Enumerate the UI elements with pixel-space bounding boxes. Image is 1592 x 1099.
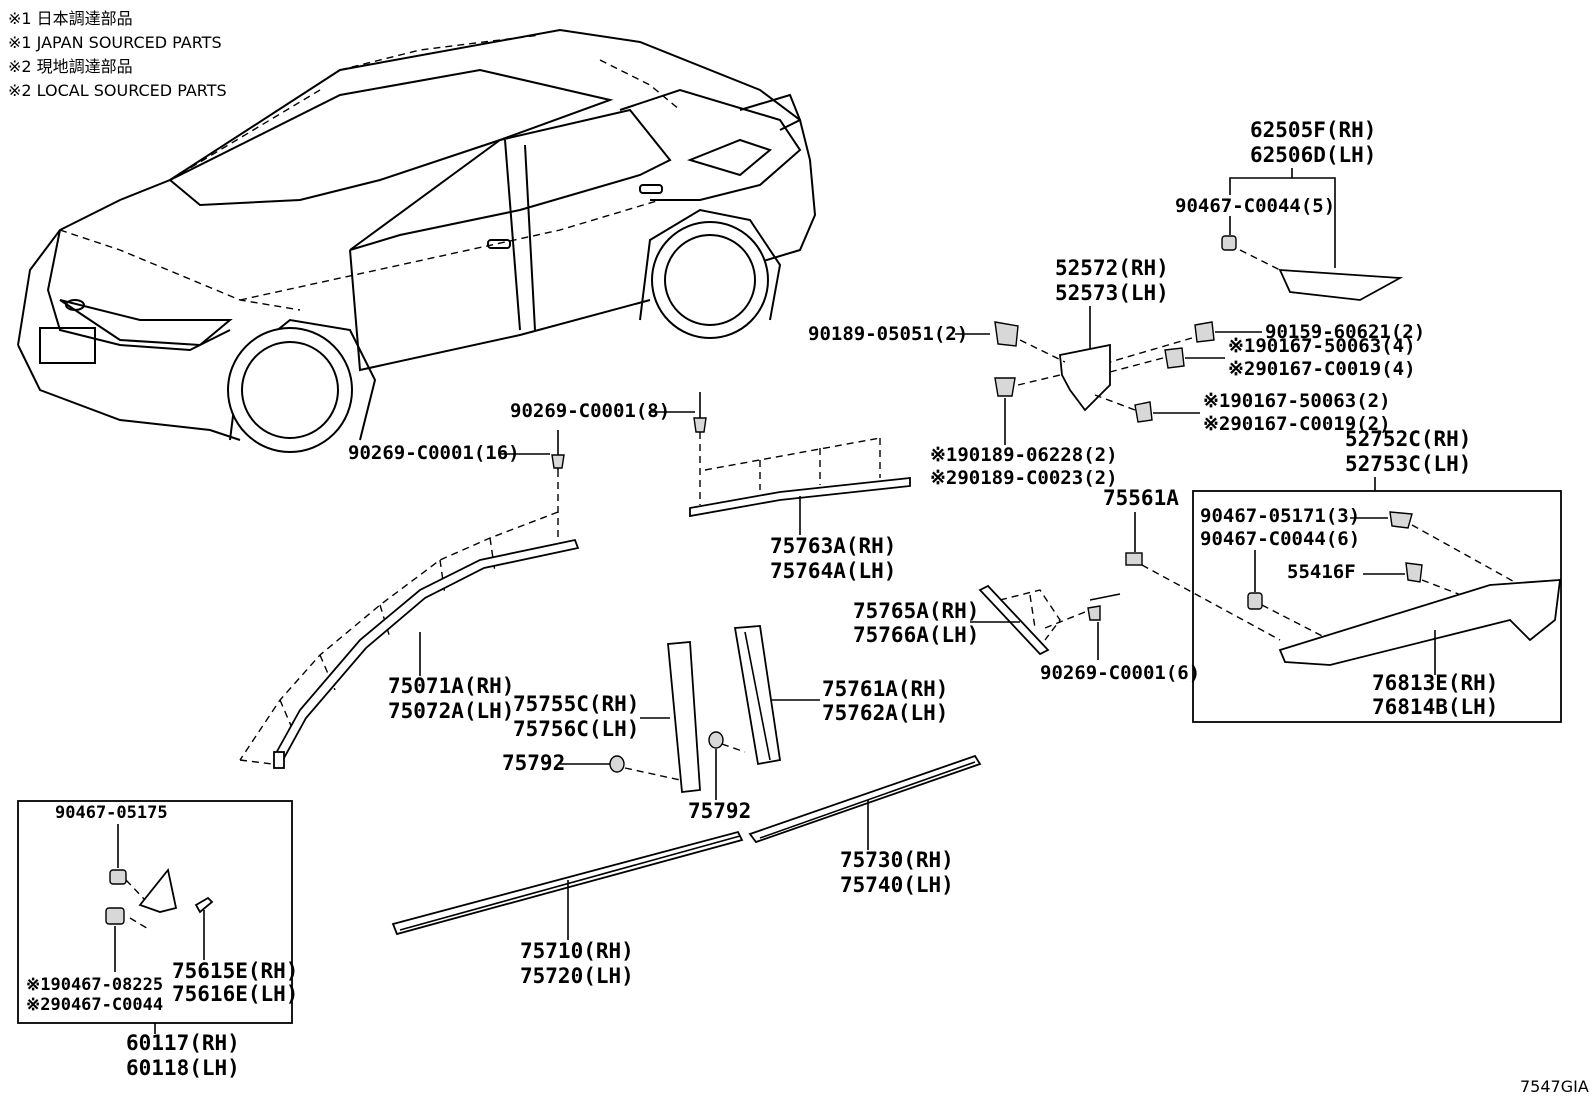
label-75766A: 75766A(LH) [853,623,979,647]
note-local-jp: ※2 現地調達部品 [8,57,133,76]
label-75792-a: 75792 [502,751,565,775]
part-mirror-garnish-group: 90467-05175 ※190467-08225 ※290467-C0044 … [17,800,298,1080]
quarter-moulding-shape [978,584,1050,656]
part-bracket: 52572(RH) 52573(LH) 90189-05051(2) ※1901… [808,256,1425,489]
part-spoiler-group: 52752C(RH) 52753C(LH) 90467-05171(3) 904… [1192,427,1562,723]
label-90167-C0019-4: ※290167-C0019(4) [1228,358,1416,380]
sourcing-notes: ※1 日本調達部品 ※1 JAPAN SOURCED PARTS ※2 現地調達… [8,9,227,100]
label-75740: 75740(LH) [840,873,954,897]
label-75792-b: 75792 [688,799,751,823]
label-90269-C0001-8: 90269-C0001(8) [510,400,670,422]
label-90467-05171: 90467-05171(3) [1200,505,1360,527]
part-roof-moulding: 90269-C0001(8) 75763A(RH) 75764A(LH) [510,392,911,583]
label-90467-C0044-6: 90467-C0044(6) [1200,528,1360,550]
label-75762A: 75762A(LH) [822,701,948,725]
label-75765A: 75765A(RH) [853,599,979,623]
label-75756C: 75756C(LH) [513,717,639,741]
nut-icon-lower [994,377,1016,397]
label-90159-60621: 90159-60621(2) [1265,321,1425,343]
label-60118: 60118(LH) [126,1056,240,1080]
label-90269-C0001-6: 90269-C0001(6) [1040,662,1200,684]
clip-icon-55416F [1405,562,1423,583]
label-90167-C0019-2: ※290167-C0019(2) [1203,413,1391,435]
note-local-en: ※2 LOCAL SOURCED PARTS [8,81,227,100]
label-90167-50063-4: ※190167-50063(4) [1228,335,1416,357]
clip-icon-75792-b [708,731,724,749]
mirror-garnish-shape [138,867,178,913]
label-75720: 75720(LH) [520,964,634,988]
clip-icon-05171 [1389,511,1413,529]
label-75710: 75710(RH) [520,939,634,963]
label-90467-C0044-box: ※290467-C0044 [26,995,163,1015]
note-japan-jp: ※1 日本調達部品 [8,9,133,28]
pillar-garnish-shape [1278,269,1404,301]
label-90467-05175: 90467-05175 [55,803,168,823]
spoiler-detail-box [1192,490,1562,723]
part-belt-mouldings: 75730(RH) 75740(LH) 75710(RH) 75720(LH) [391,754,982,988]
label-62506D: 62506D(LH) [1250,143,1376,167]
label-52573: 52573(LH) [1055,281,1169,305]
label-52753C: 52753C(LH) [1345,452,1471,476]
label-75755C: 75755C(RH) [513,692,639,716]
pin-icon-6 [1089,593,1121,601]
label-90189-C0023: ※290189-C0023(2) [930,467,1118,489]
mirror-seal-shape [194,896,214,914]
clip-icon-75792-a [609,755,625,773]
bolt-icon-1 [1194,321,1215,343]
label-75615E: 75615E(RH) [172,959,298,983]
bolt-icon-2 [1164,347,1185,369]
note-japan-en: ※1 JAPAN SOURCED PARTS [8,33,222,52]
label-90189-06228: ※190189-06228(2) [930,444,1118,466]
label-75071A: 75071A(RH) [388,674,514,698]
clip-icon-75561A [1125,552,1143,566]
label-62505F: 62505F(RH) [1250,118,1376,142]
label-75730: 75730(RH) [840,848,954,872]
label-75763A: 75763A(RH) [770,534,896,558]
label-75764A: 75764A(LH) [770,559,896,583]
label-90467-C0044-5: 90467-C0044(5) [1175,195,1335,217]
label-75761A: 75761A(RH) [822,677,948,701]
bracket-shape [1059,343,1111,412]
clip-icon [1221,235,1237,251]
clip-icon-08225 [105,907,125,925]
label-55416F: 55416F [1287,561,1356,583]
part-b-pillar-garnishes: 75755C(RH) 75756C(LH) 75761A(RH) 75762A(… [502,625,948,823]
label-60117: 60117(RH) [126,1031,240,1055]
nut-icon [994,321,1019,347]
part-75561A: 75561A [1103,486,1281,641]
bolt-icon-3 [1134,401,1153,423]
label-76814B: 76814B(LH) [1372,695,1498,719]
label-90189-05051: 90189-05051(2) [808,323,968,345]
label-75561A: 75561A [1103,486,1179,510]
clip-icon-c0044 [1247,592,1263,610]
clip-icon-05175 [109,869,127,885]
label-90467-08225: ※190467-08225 [26,975,163,995]
label-52752C: 52752C(RH) [1345,427,1471,451]
label-52572: 52572(RH) [1055,256,1169,280]
part-quarter-moulding: 75765A(RH) 75766A(LH) 90269-C0001(6) [853,584,1200,684]
label-75072A: 75072A(LH) [388,699,514,723]
label-90269-C0001-16: 90269-C0001(16) [348,442,520,464]
part-pillar-moulding: 90269-C0001(16) 75071A(RH) 75072A(LH) [239,430,580,769]
part-rear-pillar-garnish: 62505F(RH) 62506D(LH) 90467-C0044(5) [1175,118,1404,301]
spoiler-shape [1278,579,1562,666]
vehicle-illustration [17,28,817,453]
label-90167-50063-2: ※190167-50063(2) [1203,390,1391,412]
label-76813E: 76813E(RH) [1372,671,1498,695]
label-75616E: 75616E(LH) [172,982,298,1006]
diagram-code: 7547GIA [1520,1077,1589,1096]
pillar-moulding-shape [273,538,580,760]
b-pillar-garnish-front [667,641,701,793]
